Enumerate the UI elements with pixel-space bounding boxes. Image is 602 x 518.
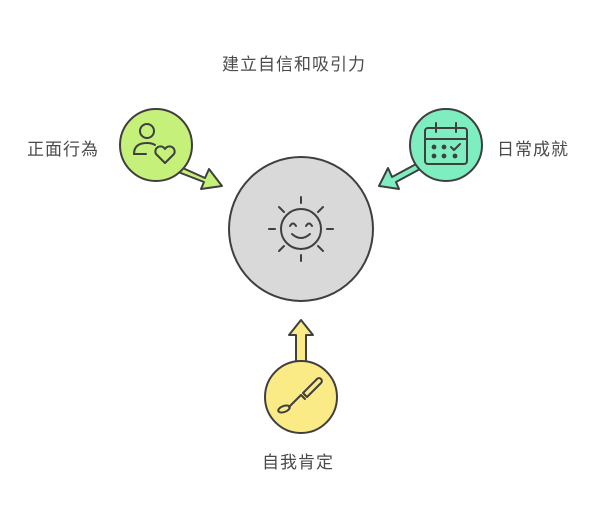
node-self-affirmation: [264, 319, 338, 434]
person-heart-icon: [133, 123, 176, 164]
center-node: [228, 156, 374, 302]
node-daily-achievements: [378, 108, 483, 190]
node-positive-behavior: [119, 108, 223, 190]
label-daily-achievements: 日常成就: [497, 140, 569, 160]
smiling-sun-icon: [268, 196, 334, 262]
label-positive-behavior: 正面行為: [27, 140, 99, 160]
paintbrush-icon: [277, 377, 323, 414]
diagram-title: 建立自信和吸引力: [222, 55, 366, 75]
label-self-affirmation: 自我肯定: [262, 453, 334, 473]
calendar-check-icon: [424, 122, 468, 165]
